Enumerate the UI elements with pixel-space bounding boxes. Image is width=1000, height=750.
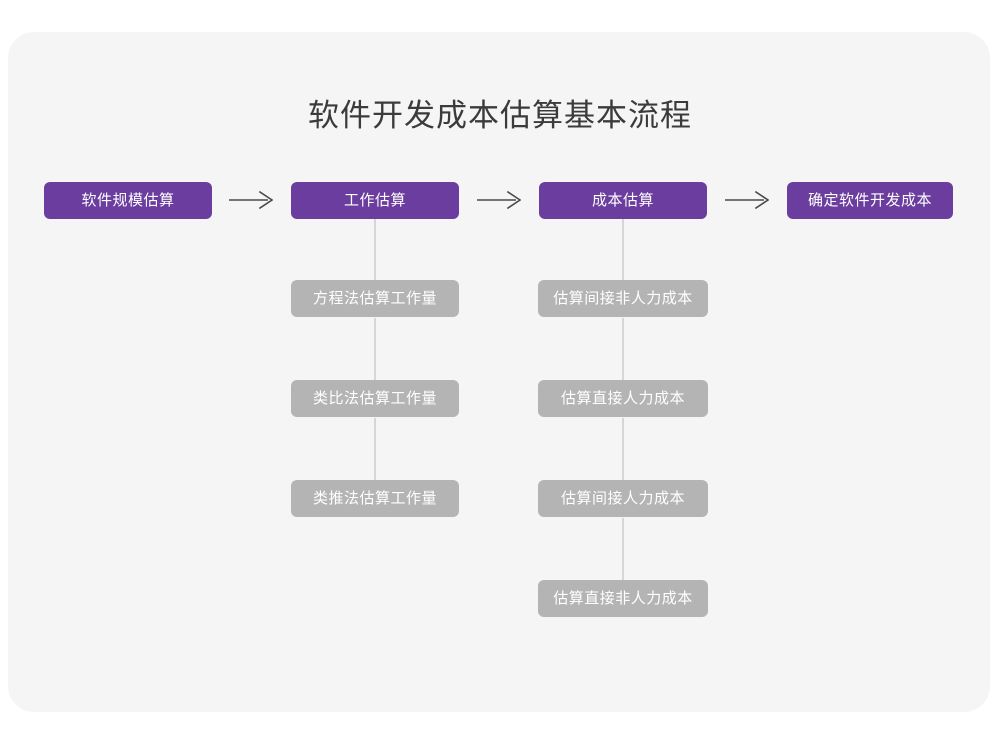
- connector-cost1-to-cost2: [622, 318, 624, 380]
- connector-cost3-to-cost4: [622, 518, 624, 580]
- connector-sub2-to-sub3: [374, 418, 376, 480]
- substep-label: 方程法估算工作量: [312, 290, 437, 307]
- substep-label: 类比法估算工作量: [312, 390, 437, 407]
- flow-step-software-scale-estimation[interactable]: 软件规模估算: [44, 182, 212, 219]
- flow-step-label: 确定软件开发成本: [807, 192, 932, 209]
- connector-cost2-to-cost3: [622, 418, 624, 480]
- substep-label: 估算直接非人力成本: [553, 590, 693, 607]
- flow-step-label: 工作估算: [343, 192, 406, 209]
- flow-step-determine-development-cost[interactable]: 确定软件开发成本: [787, 182, 953, 219]
- flow-step-label: 成本估算: [591, 192, 654, 209]
- substep-label: 估算间接人力成本: [560, 490, 685, 507]
- substep-cost-direct-labor[interactable]: 估算直接人力成本: [538, 380, 708, 417]
- substep-cost-direct-nonlabor[interactable]: 估算直接非人力成本: [538, 580, 708, 617]
- substep-work-method-equation[interactable]: 方程法估算工作量: [291, 280, 459, 317]
- substep-label: 估算间接非人力成本: [553, 290, 693, 307]
- substep-label: 估算直接人力成本: [560, 390, 685, 407]
- diagram-card: [8, 32, 990, 712]
- arrow-step2-to-step3: [476, 188, 522, 212]
- page-title: 软件开发成本估算基本流程: [308, 98, 692, 133]
- substep-cost-indirect-labor[interactable]: 估算间接人力成本: [538, 480, 708, 517]
- connector-step3-to-cost1: [622, 218, 624, 280]
- substep-work-method-analogy[interactable]: 类比法估算工作量: [291, 380, 459, 417]
- arrow-step3-to-step4: [724, 188, 770, 212]
- substep-label: 类推法估算工作量: [312, 490, 437, 507]
- arrow-step1-to-step2: [228, 188, 274, 212]
- flow-step-work-estimation[interactable]: 工作估算: [291, 182, 459, 219]
- connector-sub1-to-sub2: [374, 318, 376, 380]
- connector-step2-to-sub1: [374, 218, 376, 280]
- substep-work-method-inference[interactable]: 类推法估算工作量: [291, 480, 459, 517]
- flow-step-label: 软件规模估算: [81, 192, 175, 209]
- substep-cost-indirect-nonlabor[interactable]: 估算间接非人力成本: [538, 280, 708, 317]
- flow-step-cost-estimation[interactable]: 成本估算: [539, 182, 707, 219]
